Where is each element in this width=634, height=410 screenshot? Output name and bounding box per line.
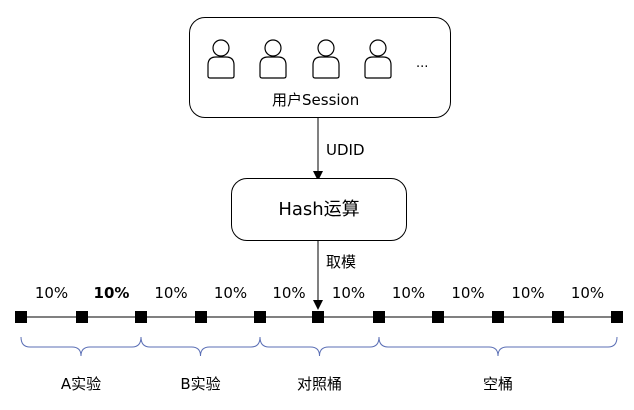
square-tick-icon [312,311,324,323]
modulo-label: 取模 [326,253,357,271]
square-tick-icon [552,311,564,323]
square-tick-icon [254,311,266,323]
user-session-label: 用户Session [272,91,360,109]
hash-operation-box [231,178,407,241]
bucket-percentage: 10% [570,284,605,302]
square-tick-icon [195,311,207,323]
bucket-percentage: 10% [34,284,69,302]
group-label: B实验 [180,375,221,393]
bucket-percentage: 10% [213,284,248,302]
square-tick-icon [432,311,444,323]
bucket-percentage: 10% [331,284,366,302]
group-brace [378,336,618,357]
person-icon [362,38,394,80]
bucket-percentage: 10% [272,284,306,302]
square-tick-icon [76,311,88,323]
group-label: 空桶 [482,375,513,393]
person-icon [205,38,237,80]
group-brace [259,336,380,357]
square-tick-icon [373,311,385,323]
square-tick-icon [611,311,623,323]
group-label: A实验 [60,375,102,393]
bucket-percentage: 10% [391,284,426,302]
square-tick-icon [135,311,147,323]
group-brace [20,336,142,357]
group-brace [140,336,261,357]
hash-operation-label: Hash运算 [278,199,360,220]
bucket-percentage: 10% [451,284,485,302]
group-label: 对照桶 [296,375,342,393]
bucket-percentage: 10% [154,284,188,302]
square-tick-icon [492,311,504,323]
person-icon [257,38,289,80]
square-tick-icon [15,311,27,323]
bucket-percentage: 10% [511,284,545,302]
udid-label: UDID [326,141,365,159]
person-icon [310,38,342,80]
bucket-percentage: 10% [93,284,130,302]
more-users-ellipsis: ... [416,56,429,71]
